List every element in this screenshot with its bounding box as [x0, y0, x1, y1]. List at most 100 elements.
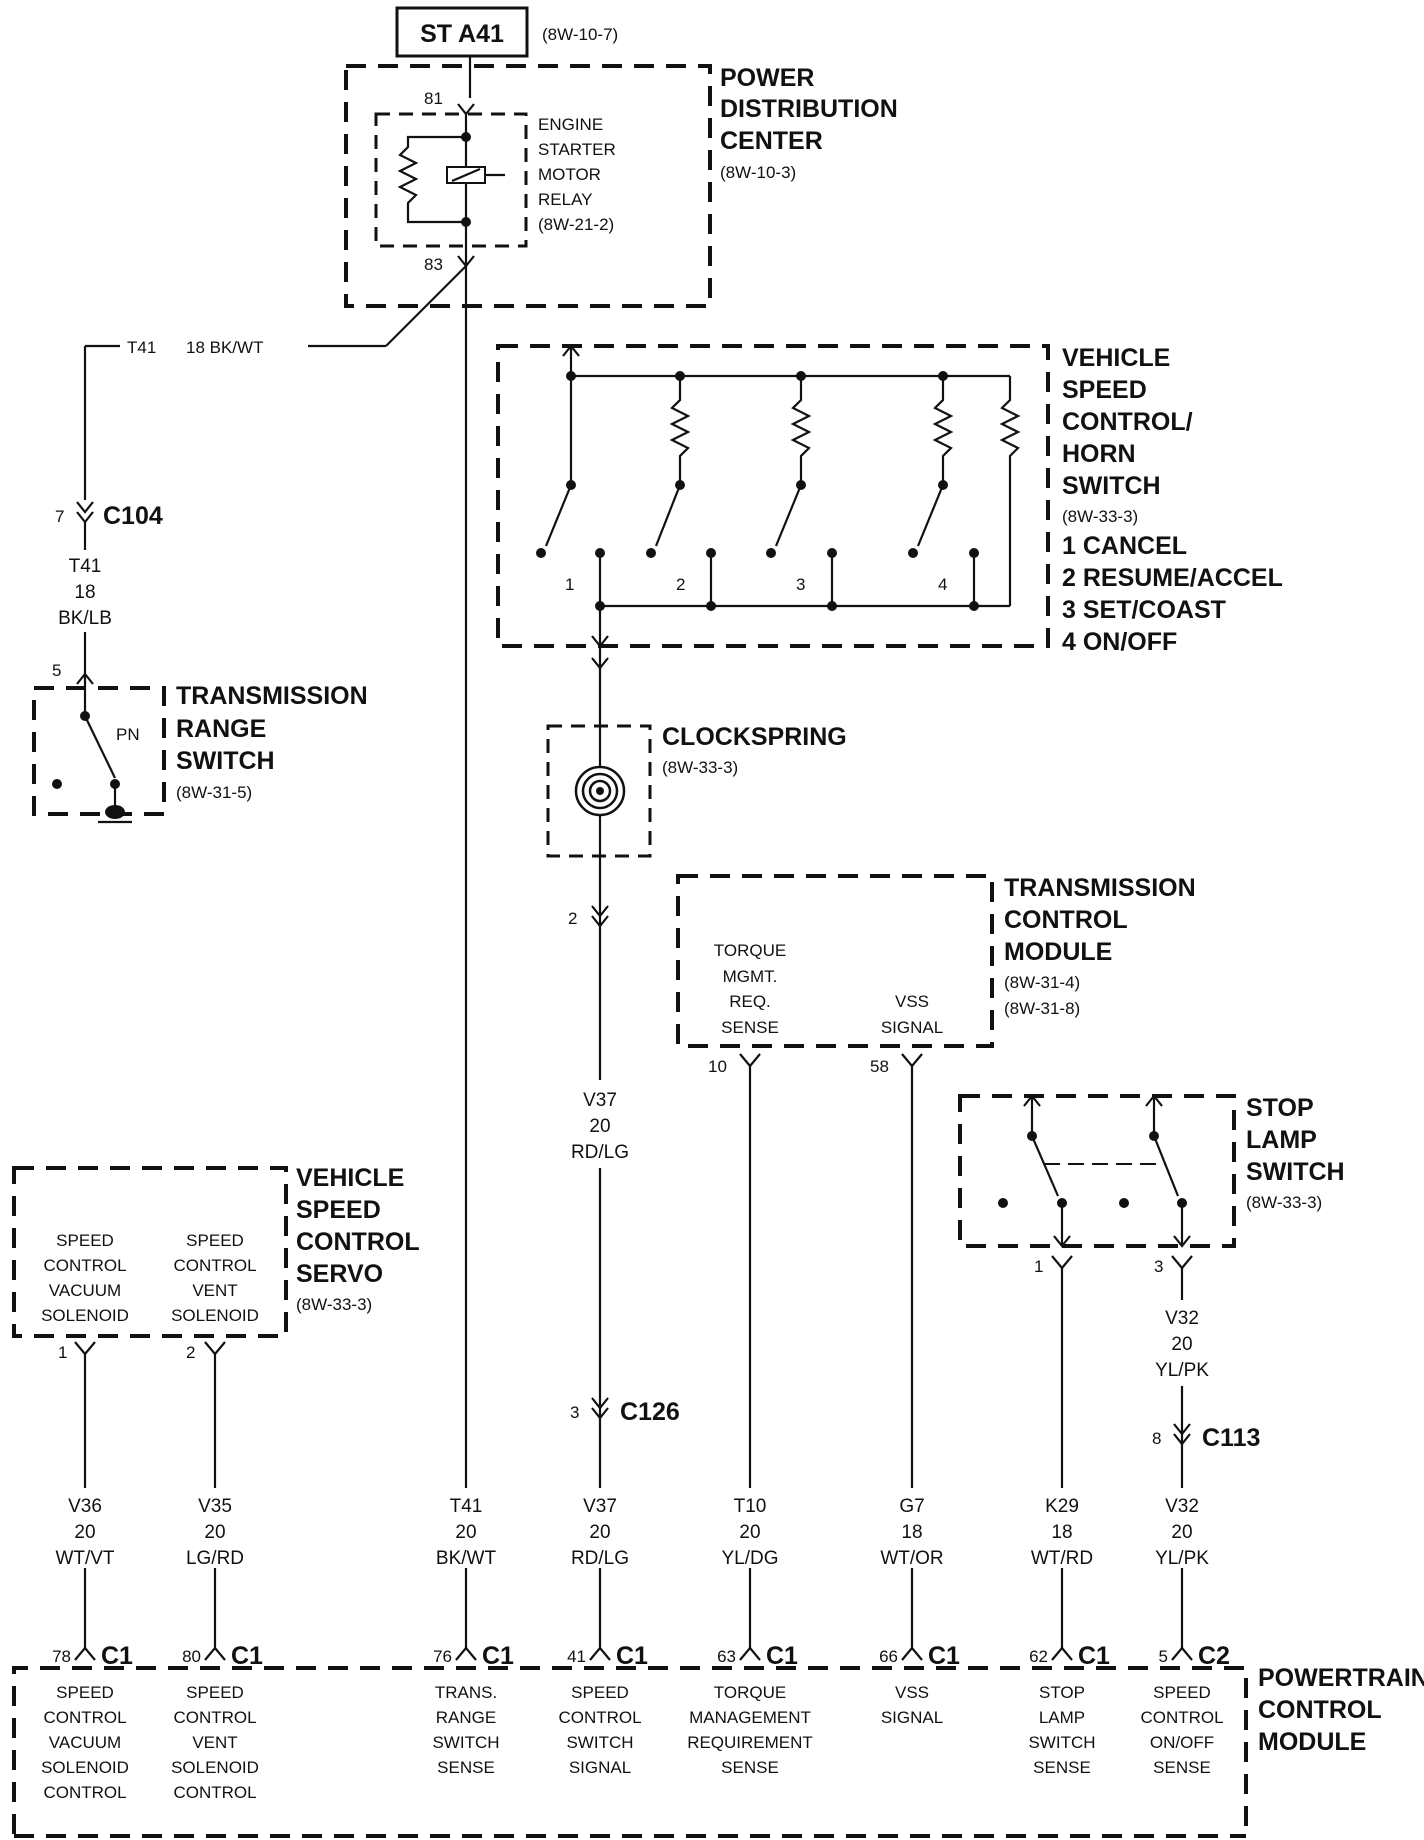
st-a41-label: ST A41 — [420, 20, 504, 48]
vehicle-speed-control-servo: SPEED CONTROL VACUUM SOLENOID SPEED CONT… — [12, 1164, 420, 1362]
stop-lamp-switch: STOP LAMP SWITCH (8W-33-3) 1 3 — [958, 1094, 1345, 1276]
pcm-func-1-4: SOLENOID — [41, 1758, 129, 1777]
servo-pin-2: 2 — [186, 1343, 195, 1362]
vsc-title-4: HORN — [1062, 440, 1136, 468]
pcm-connector-arrow — [1171, 1646, 1193, 1661]
vsc-title-3: CONTROL/ — [1062, 408, 1193, 436]
pcm-pin-5: 63 — [717, 1647, 736, 1666]
vsc-ref: (8W-33-3) — [1062, 507, 1138, 526]
servo-vac-2: CONTROL — [43, 1256, 126, 1275]
wire-code-3: T41 — [450, 1496, 483, 1517]
pcm-pin-3: 76 — [433, 1647, 452, 1666]
wire-label-bg — [181, 1488, 249, 1568]
pcm-func-2-2: CONTROL — [173, 1708, 256, 1727]
pcm-func-6-1: VSS — [895, 1683, 929, 1702]
pcm-func-1-5: CONTROL — [43, 1783, 126, 1802]
tcm-ref-1: (8W-31-4) — [1004, 973, 1080, 992]
wire-label-bg — [1028, 1488, 1096, 1568]
pcm-connector-arrow — [204, 1646, 226, 1661]
wire-code-4: V37 — [583, 1496, 617, 1517]
pdc-title-2: DISTRIBUTION — [720, 95, 898, 123]
vsc-title-2: SPEED — [1062, 376, 1147, 404]
trs-title-1: TRANSMISSION — [176, 682, 368, 710]
trs-title-2: RANGE — [176, 715, 266, 743]
wire-t41-top-gauge-color: 18 BK/WT — [186, 338, 263, 357]
pcm-func-3-4: SENSE — [437, 1758, 495, 1777]
pcm-func-7-4: SENSE — [1033, 1758, 1091, 1777]
pcm-func-7-3: SWITCH — [1028, 1733, 1095, 1752]
pcm-pin-7: 62 — [1029, 1647, 1048, 1666]
pcm-func-8-3: ON/OFF — [1150, 1733, 1214, 1752]
clockspring: CLOCKSPRING (8W-33-3) — [546, 723, 847, 858]
pcm-title-2: CONTROL — [1258, 1696, 1382, 1724]
pdc-title-3: CENTER — [720, 127, 823, 155]
pcm-func-7-1: STOP — [1039, 1683, 1085, 1702]
wire-t41-mid-code: T41 — [69, 556, 102, 577]
relay-text-5: (8W-21-2) — [538, 215, 614, 234]
wire-v32-mid-gauge: 20 — [1171, 1334, 1192, 1355]
pcm-conn-4: C1 — [616, 1642, 648, 1670]
wire-code-6: G7 — [899, 1496, 924, 1517]
pcm-func-3-3: SWITCH — [432, 1733, 499, 1752]
servo-vent-1: SPEED — [186, 1231, 244, 1250]
tcm-title-1: TRANSMISSION — [1004, 874, 1196, 902]
tcm-torque-2: MGMT. — [723, 967, 778, 986]
clockspring-title: CLOCKSPRING — [662, 723, 847, 751]
relay-text-1: ENGINE — [538, 115, 603, 134]
stop-lamp-pin-3: 3 — [1154, 1257, 1163, 1276]
pcm-func-8-2: CONTROL — [1140, 1708, 1223, 1727]
wire-code-2: V35 — [198, 1496, 232, 1517]
pcm-conn-6: C1 — [928, 1642, 960, 1670]
wire-color-2: LG/RD — [186, 1548, 244, 1569]
stop-lamp-title-1: STOP — [1246, 1094, 1314, 1122]
vsc-func-4: 4 ON/OFF — [1062, 628, 1177, 656]
wire-gauge-8: 20 — [1171, 1522, 1192, 1543]
wire-gauge-1: 20 — [74, 1522, 95, 1543]
vehicle-speed-control-horn-switch: 1 2 3 4 VEHICLE SPEED CONTROL/ HORN SWIT… — [496, 344, 1283, 656]
pcm-conn-1: C1 — [101, 1642, 133, 1670]
pcm-func-5-1: TORQUE — [714, 1683, 786, 1702]
wire-color-6: WT/OR — [880, 1548, 943, 1569]
st-a41-ref: (8W-10-7) — [542, 25, 618, 44]
wire-color-1: WT/VT — [55, 1548, 114, 1569]
c126-name: C126 — [620, 1398, 680, 1426]
pcm-func-1-3: VACUUM — [49, 1733, 121, 1752]
wire-gauge-6: 18 — [901, 1522, 922, 1543]
servo-title-1: VEHICLE — [296, 1164, 404, 1192]
wire-v37-mid-gauge: 20 — [589, 1116, 610, 1137]
pcm-func-5-2: MANAGEMENT — [689, 1708, 811, 1727]
pcm-func-3-2: RANGE — [436, 1708, 496, 1727]
connector-c104: 7 C104 — [55, 501, 163, 530]
pcm-func-2-4: SOLENOID — [171, 1758, 259, 1777]
wire-code-8: V32 — [1165, 1496, 1199, 1517]
pcm-connector-arrow — [1051, 1646, 1073, 1661]
pdc-title-1: POWER — [720, 64, 814, 92]
servo-vac-3: VACUUM — [49, 1281, 121, 1300]
tcm-pin-10: 10 — [708, 1057, 727, 1076]
c113-pin: 8 — [1152, 1429, 1161, 1448]
wire-color-5: YL/DG — [721, 1548, 778, 1569]
stop-lamp-title-3: SWITCH — [1246, 1158, 1345, 1186]
pcm-func-4-4: SIGNAL — [569, 1758, 631, 1777]
servo-vent-4: SOLENOID — [171, 1306, 259, 1325]
connector-c113: 8 C113 — [1152, 1423, 1260, 1452]
relay-text-4: RELAY — [538, 190, 593, 209]
tcm-ref-2: (8W-31-8) — [1004, 999, 1080, 1018]
transmission-control-module: TORQUE MGMT. REQ. SENSE VSS SIGNAL TRANS… — [676, 874, 1196, 1076]
trs-title-3: SWITCH — [176, 747, 275, 775]
pcm-func-6-2: SIGNAL — [881, 1708, 943, 1727]
vsc-func-3: 3 SET/COAST — [1062, 596, 1226, 624]
trs-position: PN — [116, 725, 140, 744]
tcm-title-2: CONTROL — [1004, 906, 1128, 934]
wire-color-7: WT/RD — [1031, 1548, 1093, 1569]
pcm-func-8-1: SPEED — [1153, 1683, 1211, 1702]
pcm-connector-arrow — [589, 1646, 611, 1661]
pcm-func-2-1: SPEED — [186, 1683, 244, 1702]
wire-gauge-4: 20 — [589, 1522, 610, 1543]
wire-t41-top-code: T41 — [127, 338, 156, 357]
wire-t41-top-label: T41 18 BK/WT — [127, 338, 263, 357]
c126-pin: 3 — [570, 1403, 579, 1422]
pcm-func-1-1: SPEED — [56, 1683, 114, 1702]
engine-starter-motor-relay: ENGINE STARTER MOTOR RELAY (8W-21-2) 81 … — [374, 89, 616, 274]
